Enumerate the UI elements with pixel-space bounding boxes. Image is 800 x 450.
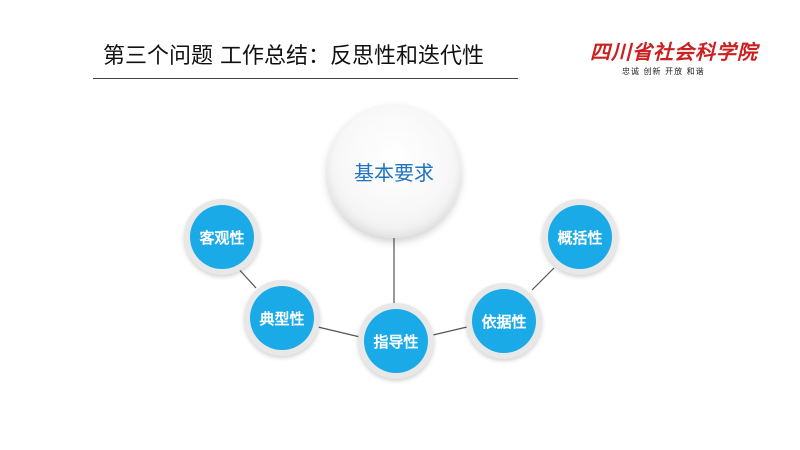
node-label-generality: 概括性	[557, 228, 603, 247]
node-label-typicality: 典型性	[259, 309, 305, 328]
node-generality-circle: 概括性	[548, 205, 612, 269]
page-title: 第三个问题 工作总结：反思性和迭代性	[103, 44, 484, 69]
node-guidance: 指导性	[358, 303, 434, 379]
center-node-basic-requirements: 基本要求	[327, 104, 461, 238]
node-label-basis: 依据性	[481, 312, 527, 331]
node-basis-circle: 依据性	[472, 289, 536, 353]
connector-guidance-to-basis	[432, 326, 468, 336]
connector-basis-to-generality	[531, 267, 555, 291]
node-objectivity: 客观性	[184, 199, 260, 275]
center-node-label: 基本要求	[354, 160, 434, 185]
node-generality: 概括性	[542, 199, 618, 275]
node-guidance-circle: 指导性	[364, 309, 428, 373]
institution-logo: 四川省社会科学院 忠诚 创新 开放 和谐	[590, 36, 770, 86]
logo-motto: 忠诚 创新 开放 和谐	[622, 67, 705, 76]
title-underline	[93, 78, 518, 79]
connector-typicality-to-guidance	[317, 326, 361, 338]
logo-name: 四川省社会科学院	[590, 40, 758, 64]
node-typicality-circle: 典型性	[250, 286, 314, 350]
node-objectivity-circle: 客观性	[190, 205, 254, 269]
node-label-objectivity: 客观性	[199, 228, 245, 247]
node-label-guidance: 指导性	[373, 332, 419, 351]
node-typicality: 典型性	[244, 280, 320, 356]
node-basis: 依据性	[466, 283, 542, 359]
